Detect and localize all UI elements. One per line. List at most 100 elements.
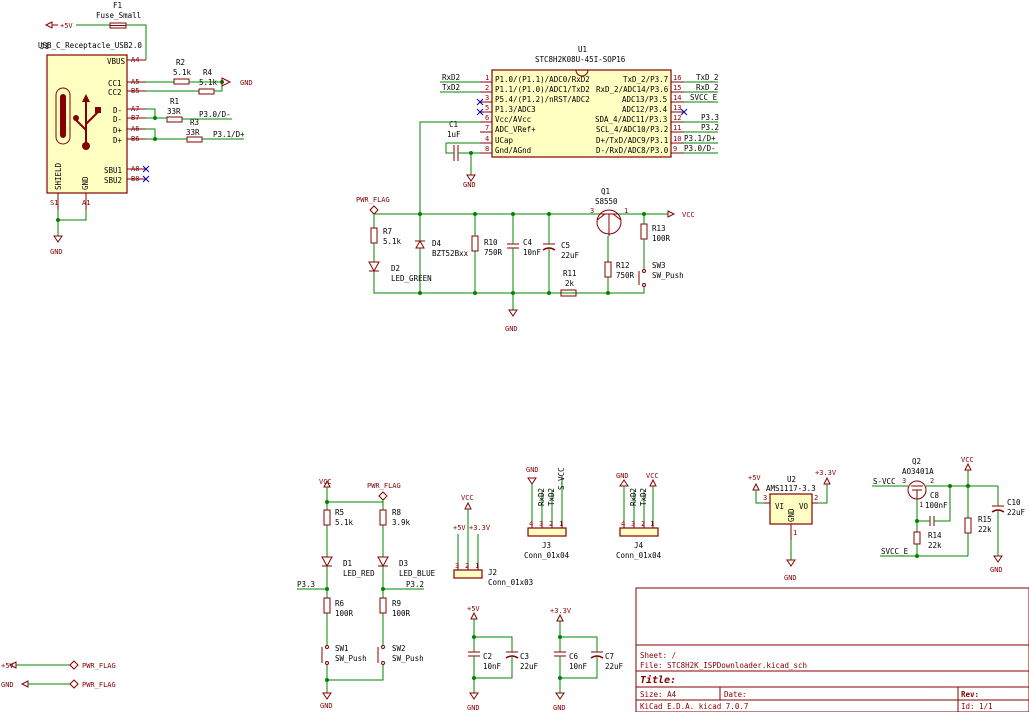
capacitor-c7[interactable]: C7 22uF bbox=[590, 651, 624, 671]
net-svcc-q2: S-VCC bbox=[873, 477, 896, 486]
resistor-r8[interactable]: R8 3.9k bbox=[379, 508, 411, 527]
resistor-r13[interactable]: R13 100R bbox=[640, 223, 671, 243]
led-d1[interactable]: D1 LED_RED bbox=[321, 556, 375, 578]
q2-pin-3: 3 bbox=[902, 477, 906, 485]
power-vcc-j4: VCC bbox=[646, 472, 659, 487]
u1-pin-11: SCL_4/ADC10/P3.2 bbox=[596, 125, 668, 134]
capacitor-c5[interactable]: C5 22uF bbox=[542, 241, 580, 260]
usb-c-connector-j1[interactable]: J1 USB_C_Receptacle_USB2.0 USB_C_Recepta… bbox=[38, 41, 146, 210]
j1-ref: J1 bbox=[40, 42, 49, 51]
r12-value: 750R bbox=[616, 271, 635, 280]
tool-label: KiCad E.D.A. kicad 7.0.7 bbox=[640, 702, 748, 711]
j3-pin-3: 3 bbox=[539, 520, 543, 528]
connector-j4[interactable]: 4 3 2 1 J4 Conn_01x04 bbox=[616, 520, 662, 560]
u1-pin-2: P1.1/(P1.0)/ADC1/TxD2 bbox=[495, 85, 590, 94]
fuse-value: Fuse_Small bbox=[96, 11, 141, 20]
capacitor-c2[interactable]: C2 10nF bbox=[468, 651, 502, 671]
power-vcc-leds: VCC bbox=[319, 478, 332, 488]
rev-label: Rev: bbox=[961, 690, 979, 699]
transistor-q1[interactable]: Q1 S8550 3 1 bbox=[590, 187, 628, 236]
led-d3[interactable]: D3 LED_BLUE bbox=[377, 556, 436, 578]
c10-ref: C10 bbox=[1007, 498, 1021, 507]
vcc-q2-label: VCC bbox=[961, 456, 974, 464]
u1-pin-6: Vcc/AVcc bbox=[495, 115, 531, 124]
fuse-f1[interactable]: R2 F1 Fuse_Small bbox=[96, 1, 141, 29]
switch-sw1[interactable]: SW1 SW_Push bbox=[321, 644, 367, 665]
r11-value: 2k bbox=[565, 279, 575, 288]
c2-value: 10nF bbox=[483, 662, 502, 671]
power-33-caps: +3.3V bbox=[550, 607, 572, 622]
capacitor-c6[interactable]: C6 10nF bbox=[554, 651, 588, 671]
resistor-r10[interactable]: R10 750R bbox=[471, 235, 503, 257]
ldo-u2[interactable]: U2 AMS1117-3.3 VI VO GND 3 2 1 bbox=[763, 475, 818, 540]
capacitor-c10[interactable]: C10 22uF bbox=[991, 498, 1026, 517]
u1-num-14: 14 bbox=[673, 94, 681, 102]
d2-ref: D2 bbox=[391, 264, 400, 273]
net-p30d-left: P3.0/D- bbox=[199, 110, 231, 119]
r14-value: 22k bbox=[928, 541, 942, 550]
power-vcc-q1: VCC bbox=[667, 210, 695, 219]
power-vcc-q2: VCC bbox=[961, 456, 974, 471]
capacitor-c4[interactable]: C4 10nF bbox=[507, 238, 542, 257]
connector-j2[interactable]: 3 2 1 J2 Conn_01x03 bbox=[453, 562, 533, 587]
pwr-flag-5v-label: PWR_FLAG bbox=[82, 662, 116, 670]
mcu-u1[interactable]: U1 STC8H2K08U-45I-SOP16 P1.0/(P1.1)/ADC0… bbox=[480, 45, 684, 158]
net-p33-right: P3.3 bbox=[701, 113, 719, 122]
net-5v-label: +5V bbox=[60, 22, 73, 30]
u1-pin-3: P5.4/(P1.2)/nRST/ADC2 bbox=[495, 95, 590, 104]
c7-ref: C7 bbox=[605, 652, 614, 661]
j2-pin-1: 1 bbox=[475, 562, 479, 570]
vcc-led-label: VCC bbox=[319, 478, 332, 486]
resistor-r6[interactable]: R6 100R bbox=[323, 597, 354, 618]
resistor-r3[interactable]: R3 33R bbox=[186, 118, 203, 143]
resistor-r9[interactable]: R9 100R bbox=[379, 597, 411, 618]
capacitor-c1[interactable]: C1 1uF bbox=[447, 120, 461, 161]
net-txd-j3: TxD2 bbox=[547, 488, 556, 506]
c8-ref: C8 bbox=[930, 491, 940, 500]
zener-d4[interactable]: D4 BZT52Bxx bbox=[415, 239, 469, 258]
q2-ref: Q2 bbox=[912, 457, 921, 466]
j1-pin-gnd: GND bbox=[81, 176, 90, 190]
resistor-r11[interactable]: R11 2k bbox=[560, 269, 577, 297]
u2-pin-gnd: GND bbox=[787, 508, 796, 522]
u1-pin-16: TxD_2/P3.7 bbox=[623, 75, 668, 84]
u2-pin-vi: VI bbox=[775, 502, 784, 511]
usb-symbol-icon bbox=[73, 94, 101, 150]
d3-ref: D3 bbox=[399, 559, 408, 568]
d2-value: LED_GREEN bbox=[391, 274, 432, 283]
u1-pin-14: ADC13/P3.5 bbox=[622, 95, 667, 104]
u1-num-10: 10 bbox=[673, 135, 681, 143]
net-5v-j2: +5V bbox=[453, 524, 466, 532]
pmos-q2[interactable]: Q2 AO3401A 3 2 1 bbox=[902, 457, 934, 509]
led-d2[interactable]: D2 LED_GREEN bbox=[368, 261, 432, 283]
resistor-r15[interactable]: R15 22k bbox=[964, 515, 992, 534]
resistor-r1[interactable]: R1 33R bbox=[166, 97, 183, 123]
r8-value: 3.9k bbox=[392, 518, 411, 527]
j4-pin-3: 3 bbox=[631, 520, 635, 528]
r15-ref: R15 bbox=[978, 515, 992, 524]
u1-num-16: 16 bbox=[673, 74, 681, 82]
sw1-value: SW_Push bbox=[335, 654, 367, 663]
switch-sw2[interactable]: SW2 SW_Push bbox=[377, 644, 424, 665]
resistor-r5[interactable]: R5 5.1k bbox=[323, 508, 354, 527]
r1-ref: R1 bbox=[170, 97, 179, 106]
fuse-ref: F1 bbox=[113, 1, 122, 10]
j1-pin-dp1: D+ bbox=[113, 126, 123, 135]
switch-sw3[interactable]: SW3 SW_Push bbox=[638, 261, 684, 287]
net-p32-led: P3.2 bbox=[406, 580, 424, 589]
c4-value: 10nF bbox=[523, 248, 542, 257]
resistor-r12[interactable]: R12 750R bbox=[604, 261, 635, 280]
net-p31d-right: P3.1/D+ bbox=[684, 134, 716, 143]
gnd-mcu-label: GND bbox=[463, 181, 476, 189]
resistor-r14[interactable]: R14 22k bbox=[913, 531, 942, 550]
resistor-r4[interactable]: R4 5.1k bbox=[198, 68, 218, 95]
resistor-r7[interactable]: R7 5.1k bbox=[370, 227, 402, 246]
resistor-r2[interactable]: R2 5.1k bbox=[173, 58, 192, 85]
power-33-ldo: +3.3V bbox=[815, 469, 837, 485]
c6-ref: C6 bbox=[569, 652, 579, 661]
connector-j3[interactable]: 4 3 2 1 J3 Conn_01x04 bbox=[524, 520, 570, 560]
c5-ref: C5 bbox=[561, 241, 570, 250]
capacitor-c3[interactable]: C3 22uF bbox=[505, 651, 539, 671]
gnd-symbol-c6: GND bbox=[553, 692, 566, 712]
r5-ref: R5 bbox=[335, 508, 344, 517]
